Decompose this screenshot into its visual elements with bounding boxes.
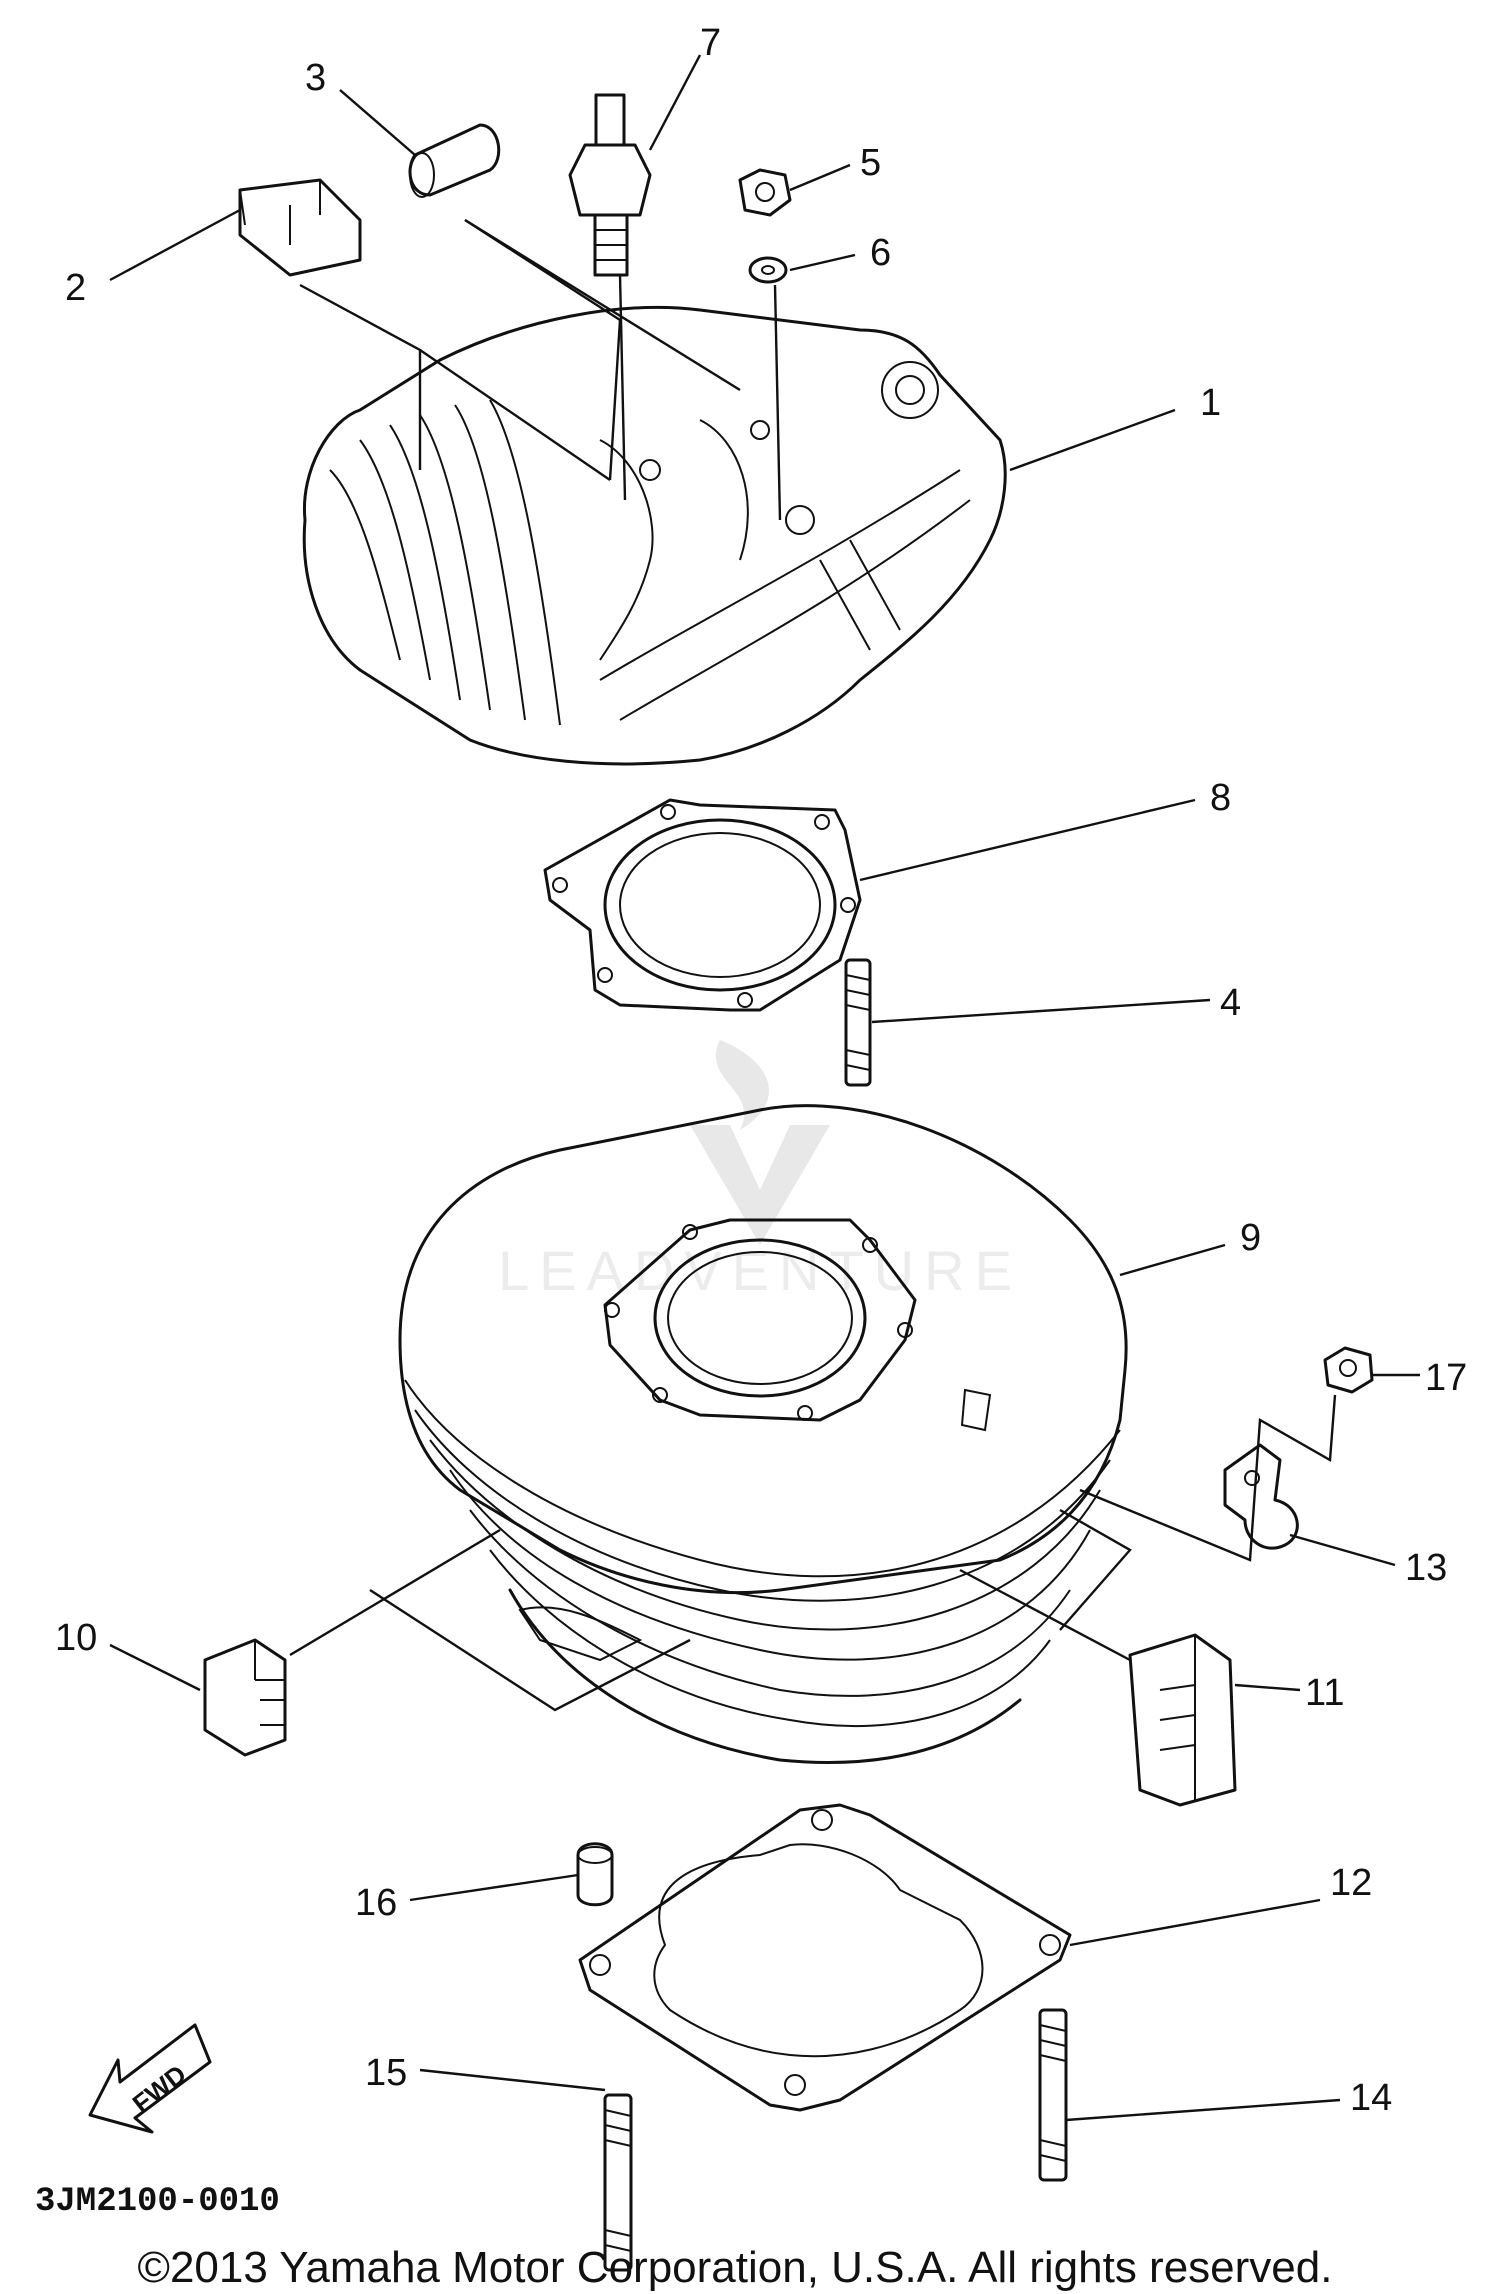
fwd-arrow-icon: FWD: [88, 2023, 212, 2134]
watermark-text: LEADVENTURE: [498, 1239, 1022, 1302]
callout-8: 8: [1210, 777, 1231, 819]
callout-2: 2: [65, 267, 86, 309]
callout-9: 9: [1240, 1217, 1261, 1259]
nut-17: [1323, 1346, 1374, 1394]
dowel-pin-16: [576, 1842, 614, 1907]
callout-7: 7: [700, 22, 721, 64]
callout-14: 14: [1350, 2077, 1392, 2119]
spark-plug: [568, 93, 652, 277]
copyright-notice: ©2013 Yamaha Motor Corporation, U.S.A. A…: [138, 2243, 1333, 2292]
callout-5: 5: [860, 142, 881, 184]
callout-6: 6: [870, 232, 891, 274]
callout-4: 4: [1220, 982, 1241, 1024]
callout-10: 10: [55, 1617, 97, 1659]
washer-6: [748, 256, 788, 284]
damper-2: [238, 178, 362, 277]
callout-11: 11: [1305, 1672, 1344, 1714]
assembly-lines-top: [299, 218, 782, 521]
diagram-code: 3JM2100-0010: [35, 2183, 280, 2221]
head-gasket: [543, 798, 862, 1012]
watermark: LEADVENTURE: [498, 1040, 1022, 1302]
assembly-lines-bottom: [289, 1394, 1337, 1712]
callout-16: 16: [355, 1882, 397, 1924]
bracket-13: [1223, 1443, 1299, 1550]
stud-bolt-14: [1038, 2008, 1068, 2182]
damper-11: [1128, 1633, 1237, 1807]
callout-15: 15: [365, 2052, 407, 2094]
stud-bolt-15: [603, 2093, 633, 2272]
base-gasket: [578, 1803, 1072, 2112]
cylinder: [398, 1104, 1128, 1764]
damper-10: [203, 1638, 287, 1757]
nut-5: [738, 168, 792, 217]
callout-leaders: [109, 54, 1420, 2122]
cap-3: [408, 123, 501, 198]
callout-12: 12: [1330, 1862, 1372, 1904]
callout-13: 13: [1405, 1547, 1447, 1589]
callout-3: 3: [305, 57, 326, 99]
callout-labels: 1 2 3 4 5 6 7 8 9 10 11 12 13 14 15 16 1…: [55, 22, 1467, 2119]
callout-1: 1: [1200, 382, 1221, 424]
stud-bolt-4: [844, 958, 872, 1087]
callout-17: 17: [1425, 1357, 1467, 1399]
cylinder-head: [302, 305, 1007, 766]
